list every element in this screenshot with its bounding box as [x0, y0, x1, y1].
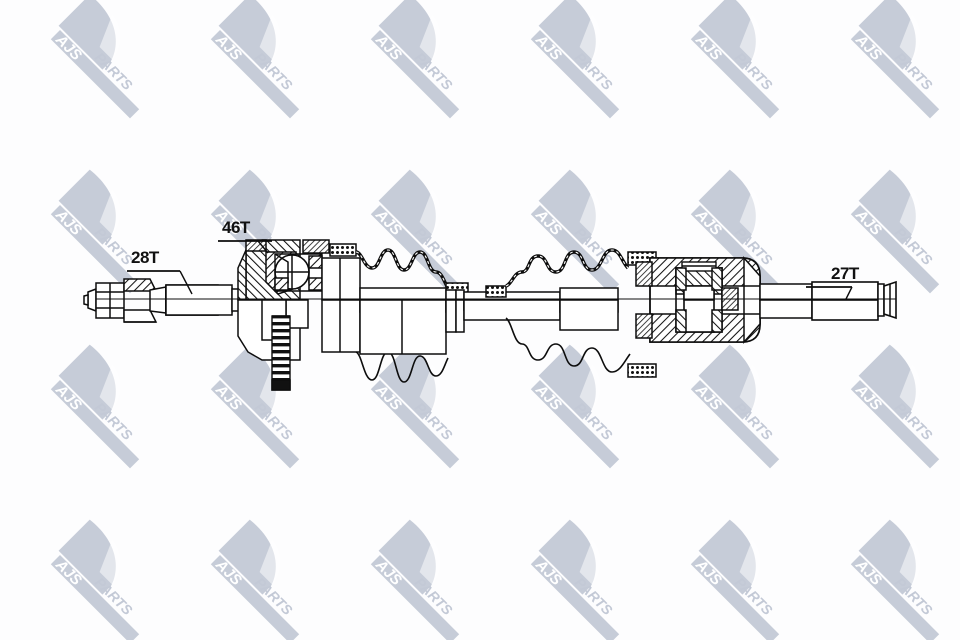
- outer-cv-joint: [237, 239, 361, 361]
- abs-ring-label-text: 46T: [222, 218, 251, 237]
- drive-shaft-assembly: [83, 239, 897, 391]
- abs-tone-ring: [271, 315, 291, 391]
- inner-spline-label-text: 27T: [831, 264, 860, 283]
- outer-spline-label-text: 28T: [131, 248, 160, 267]
- label-abs-ring: 46T: [218, 218, 272, 254]
- inner-tripod-joint: [635, 256, 761, 344]
- outer-end-nut-group: [83, 278, 158, 323]
- intermediate-shaft: [359, 287, 619, 355]
